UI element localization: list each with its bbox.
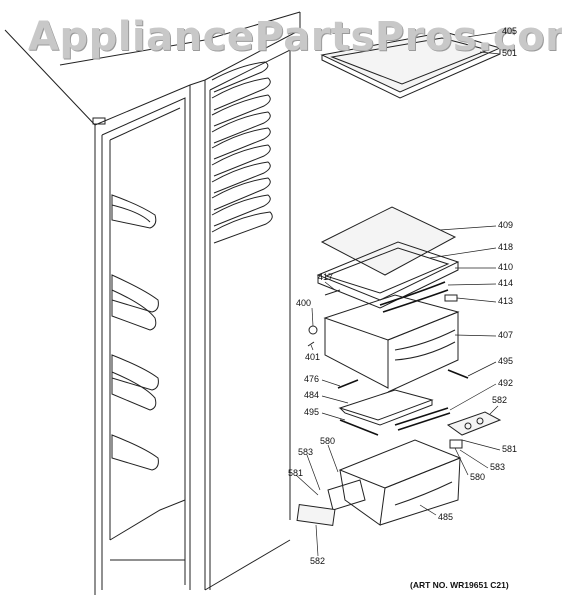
callout-580-right: 580 [470,472,486,482]
glass-shelf [320,206,457,276]
callout-476: 476 [304,374,320,384]
callout-414: 414 [498,278,514,288]
shelf-rails [211,61,273,244]
callout-401: 401 [305,352,321,362]
callout-583-right: 583 [490,462,506,472]
callout-582-bottom: 582 [310,556,326,566]
callout-418: 418 [498,242,514,252]
callout-485: 485 [438,512,454,522]
callout-407: 407 [498,330,514,340]
art-number: (ART NO. WR19651 C21) [410,580,509,590]
humidity-control-top [446,411,502,449]
callout-583-left: 583 [298,447,314,457]
callout-492: 492 [498,378,514,388]
door-bins [111,194,159,471]
lower-drawer [296,439,462,526]
top-shelf-assembly [320,31,502,99]
callout-495-upper: 495 [498,356,514,366]
callout-582-top: 582 [492,395,508,405]
callout-495-lower: 495 [304,407,320,417]
leader-lines [295,31,501,557]
crisper-drawer [307,294,460,393]
callout-581-left: 581 [288,468,304,478]
callout-580-left: 580 [320,436,336,446]
callout-409: 409 [498,220,514,230]
callout-405: 405 [502,26,518,36]
watermark-text: AppliancePartsPros.com [28,14,562,60]
shelf-frame-assembly [316,241,460,313]
callout-400: 400 [296,298,312,308]
callout-581-right: 581 [502,444,518,454]
drawer-slides [337,369,469,436]
callout-501: 501 [502,48,518,58]
callout-484: 484 [304,390,320,400]
callout-413: 413 [498,296,514,306]
callout-410: 410 [498,262,514,272]
fresh-food-cabinet [4,11,301,595]
callout-417: 417 [318,272,334,282]
